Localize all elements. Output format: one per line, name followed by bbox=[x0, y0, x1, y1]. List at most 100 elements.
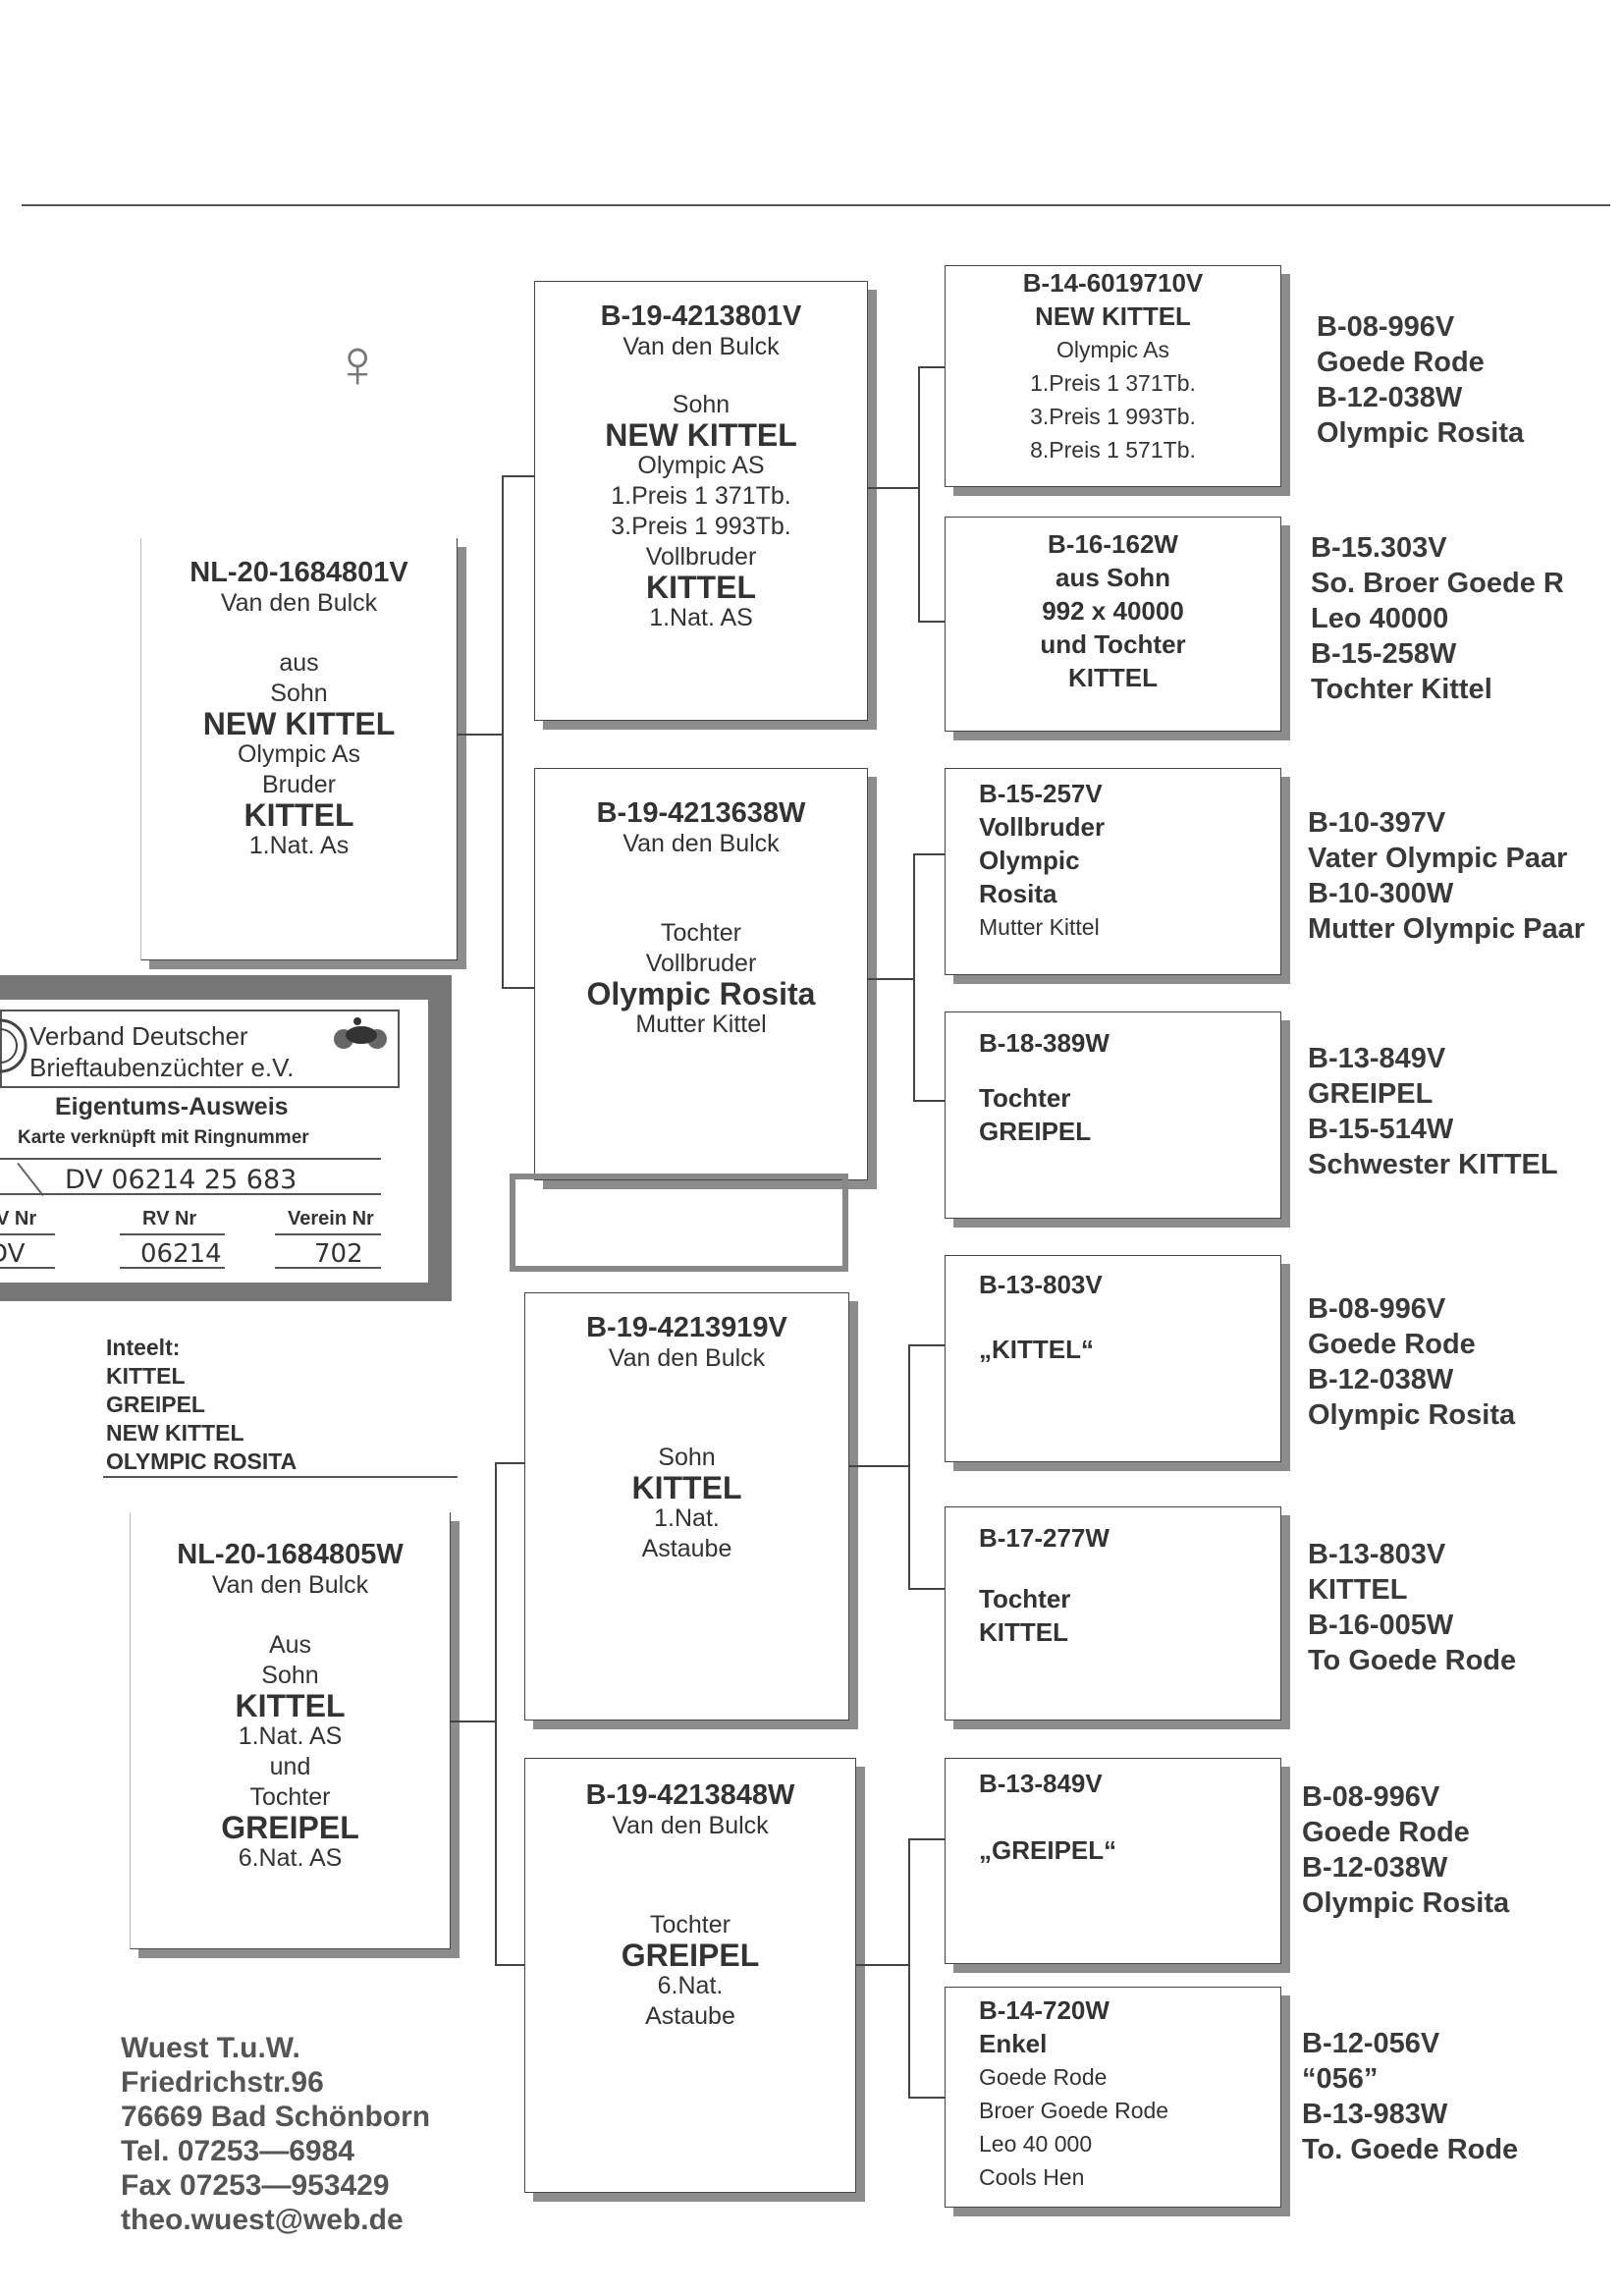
connector-line bbox=[495, 1462, 524, 1464]
pedigree-line: Sohn bbox=[270, 680, 328, 707]
ring-number: B-16-162W bbox=[1048, 529, 1178, 559]
pedigree-line: KITTEL bbox=[631, 1470, 742, 1505]
pedigree-line: Sohn bbox=[658, 1444, 716, 1471]
pedigree-line: 3.Preis 1 993Tb. bbox=[1030, 404, 1196, 429]
ring-number: B-16-005W bbox=[1308, 1610, 1454, 1641]
pedigree-line: aus Sohn bbox=[1055, 563, 1170, 592]
pedigree-line: So. Broer Goede R bbox=[1311, 568, 1564, 599]
pedigree-line: Tochter bbox=[661, 919, 741, 947]
ring-number: B-10-300W bbox=[1308, 878, 1454, 909]
pedigree-line: Van den Bulck bbox=[608, 1344, 766, 1372]
pedigree-line: 992 x 40000 bbox=[1042, 596, 1184, 626]
connector-line bbox=[908, 1838, 945, 1840]
pedigree-line: und bbox=[269, 1753, 311, 1780]
pedigree-line: Tochter bbox=[650, 1911, 731, 1939]
card-col2-value: 06214 bbox=[140, 1239, 222, 1269]
pedigree-line: Tochter bbox=[249, 1783, 331, 1811]
pedigree-line: Olympic bbox=[979, 846, 1080, 875]
pedigree-line: Rosita bbox=[979, 879, 1057, 908]
pedigree-line: KITTEL bbox=[235, 1688, 346, 1723]
pedigree-line: Broer Goede Rode bbox=[979, 2098, 1169, 2123]
pedigree-line: GREIPEL bbox=[1308, 1078, 1434, 1110]
pedigree-line: Van den Bulck bbox=[211, 1571, 369, 1599]
pedigree-line: NEW KITTEL bbox=[202, 706, 396, 741]
inbreeding-item: KITTEL bbox=[106, 1363, 186, 1389]
pedigree-line: To. Goede Rode bbox=[1302, 2134, 1519, 2165]
connector-line bbox=[908, 1344, 910, 1588]
inbreeding-item: GREIPEL bbox=[106, 1392, 205, 1417]
ring-number: B-12-038W bbox=[1302, 1852, 1448, 1884]
inbreeding-underline bbox=[103, 1476, 458, 1478]
pedigree-line: Olympic Rosita bbox=[1302, 1887, 1510, 1919]
inbreeding-item: NEW KITTEL bbox=[106, 1420, 244, 1446]
pedigree-line: und Tochter bbox=[1040, 629, 1186, 659]
ring-number: B-13-803V bbox=[1308, 1539, 1446, 1570]
connector-line bbox=[451, 1721, 495, 1722]
connector-line bbox=[495, 1462, 497, 1964]
connector-line bbox=[908, 1344, 945, 1346]
pedigree-line: To Goede Rode bbox=[1308, 1645, 1517, 1676]
connector-line bbox=[502, 475, 504, 987]
pedigree-line: Schwester KITTEL bbox=[1308, 1149, 1558, 1180]
pedigree-line: Enkel bbox=[979, 2029, 1048, 2058]
pedigree-line: 1.Nat. bbox=[654, 1504, 720, 1532]
inbreeding-title: Inteelt: bbox=[106, 1335, 181, 1360]
pedigree-line: GREIPEL bbox=[621, 1938, 760, 1973]
pedigree-box-gen3-6: B-13-849V „GREIPEL“ bbox=[945, 1758, 1281, 1964]
connector-line bbox=[908, 1838, 910, 2097]
ring-number: B-13-849V bbox=[979, 1769, 1103, 1798]
ring-number: NL-20-1684805W bbox=[177, 1539, 404, 1570]
pigeon-globe-icon bbox=[334, 1017, 387, 1049]
association-seal-icon bbox=[0, 1018, 27, 1073]
pedigree-line: KITTEL bbox=[646, 570, 756, 605]
breeder-street: Friedrichstr.96 bbox=[121, 2066, 324, 2099]
ring-number: B-13-849V bbox=[1308, 1043, 1446, 1074]
pedigree-line: 1.Nat. As bbox=[248, 832, 350, 859]
card-col3-label: Verein Nr bbox=[288, 1208, 374, 1229]
female-symbol: ♀ bbox=[332, 325, 384, 402]
ring-number: B-19-4213848W bbox=[585, 1779, 795, 1811]
pedigree-line: Goede Rode bbox=[1308, 1329, 1476, 1360]
ring-number: B-13-983W bbox=[1302, 2099, 1448, 2130]
pedigree-line: B-15-258W bbox=[1311, 638, 1457, 670]
ring-number: B-15.303V bbox=[1311, 532, 1447, 564]
pedigree-line: GREIPEL bbox=[979, 1117, 1092, 1146]
card-subtitle: Karte verknüpft mit Ringnummer bbox=[18, 1127, 309, 1148]
pedigree-line: Leo 40 000 bbox=[979, 2131, 1093, 2157]
connector-line bbox=[502, 475, 534, 477]
breeder-city: 76669 Bad Schönborn bbox=[121, 2101, 431, 2133]
pedigree-line: 8.Preis 1 571Tb. bbox=[1030, 437, 1196, 463]
pedigree-line: NEW KITTEL bbox=[1035, 301, 1191, 331]
ring-number: NL-20-1684801V bbox=[189, 557, 408, 588]
connector-frame bbox=[510, 1174, 848, 1272]
breeder-email: theo.wuest@web.de bbox=[121, 2204, 404, 2236]
pedigree-line: Sohn bbox=[261, 1662, 319, 1689]
card-header-box bbox=[0, 1010, 400, 1088]
ring-number: B-19-4213801V bbox=[600, 301, 802, 332]
pedigree-line: Goede Rode bbox=[1317, 347, 1485, 378]
pedigree-line: Mutter Kittel bbox=[635, 1011, 767, 1038]
card-rule bbox=[0, 1158, 381, 1160]
connector-line bbox=[502, 987, 534, 989]
pedigree-line: Olympic Rosita bbox=[1308, 1399, 1516, 1431]
pedigree-line: 3.Preis 1 993Tb. bbox=[611, 513, 791, 540]
pedigree-line: „GREIPEL“ bbox=[979, 1835, 1117, 1865]
card-title: Eigentums-Ausweis bbox=[55, 1093, 289, 1120]
pedigree-line: Vollbruder bbox=[645, 950, 757, 977]
pedigree-line: Aus bbox=[268, 1631, 312, 1659]
connector-line bbox=[458, 734, 502, 736]
pedigree-line: Tochter bbox=[979, 1584, 1071, 1613]
pedigree-line: Van den Bulck bbox=[220, 589, 378, 617]
pedigree-line: Olympic AS bbox=[637, 452, 765, 479]
